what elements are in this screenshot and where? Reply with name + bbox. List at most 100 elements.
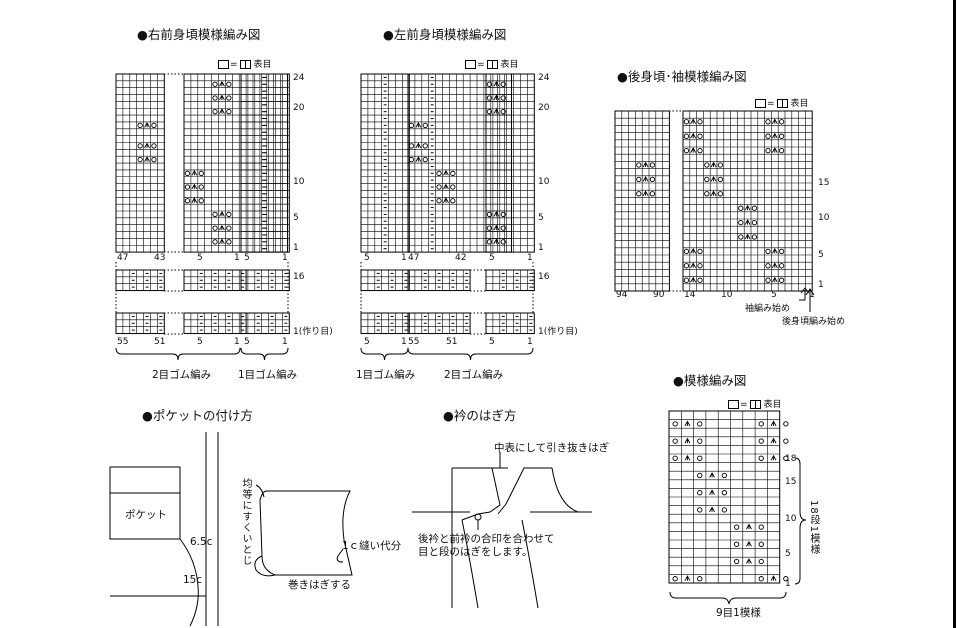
rf-rib-block-border [115,269,165,292]
rf-brace-2x2 [115,347,241,361]
lf-rib-block-border [360,312,410,335]
back-col-5: 5 [771,290,777,300]
pattern-motif-yo [672,576,678,582]
back-row-label-5: 5 [818,250,824,260]
pattern-motif-yo [697,490,703,496]
rf-motif-yo [151,122,157,129]
back-motif-yo [778,263,785,269]
pocket-drawing [109,432,353,627]
collar-match-mark [474,513,482,521]
pocket-note-seam: 1ｃ縫い代分 [342,540,402,552]
rf-motif-yo [151,143,157,149]
back-legend: =表目 [755,96,809,109]
legend-label: 表目 [500,60,519,70]
rf-row-label-5: 5 [293,213,299,223]
collar-title: ●衿のはぎ方 [443,408,517,423]
fabric-piece [259,490,353,576]
lf-brace-label-1: 1目ゴム編み [356,369,416,381]
back-motif-yo [697,277,703,283]
rf-motif-dec [144,121,150,128]
back-left-block [614,110,670,292]
knit-stitch-icon [749,400,761,409]
back-motif-yo [778,133,785,139]
rf-row-label-20: 20 [293,103,305,113]
back-motif-yo [697,248,703,255]
lf-motif-yo [500,81,506,87]
collar-note-bottom-1: 後衿と前衿の合印を合わせて [418,533,555,545]
lf-rib-block-lines [361,313,410,334]
lf-rib-block [360,312,410,335]
back-motif-yo [778,277,785,283]
pattern-motif-yo [672,455,678,461]
rf-row-label-24: 24 [293,73,305,83]
lf-right-block [485,73,535,253]
rf-col-5a: 5 [197,253,203,263]
rf-co-5a: 5 [197,337,203,347]
pattern-motif-yo [697,576,703,582]
back-motif-yo [649,191,656,197]
pattern-motif-yo [721,472,727,479]
rf-rib-block [183,269,247,292]
pattern-motif-dec [770,575,777,581]
rf-left-block [115,73,165,253]
back-motif-dec [690,262,697,269]
pattern-motif-dec [746,523,752,530]
pattern-motif-dec [746,558,752,564]
rf-motif-dec [219,210,225,217]
lf-motif-yo [408,156,415,163]
pat-row-label-10: 10 [785,514,797,524]
pattern-motif-dec [770,454,777,461]
back-main-block [682,110,813,292]
pattern-motif-yo [734,541,740,547]
rf-brace-label-2: 1目ゴム編み [238,369,298,381]
lf-motif-yo [450,198,456,204]
lf-motif-yo [486,95,493,101]
lf-rib-block-border [407,269,471,292]
lf-co-1a: 1 [401,337,407,347]
rf-co-51: 51 [154,337,166,347]
pattern-motif-dec [770,437,777,444]
back-motif-dec [642,175,649,182]
back-motif-dec [690,276,697,283]
pattern-motif-yo [758,455,764,461]
rf-col-5b: 5 [244,253,250,263]
pattern-bottom-brace [669,591,787,605]
back-col-94: 94 [616,290,628,300]
pattern-grid [668,410,789,584]
rf-motif-yo [226,211,232,218]
back-col-10: 10 [721,290,733,300]
lf-motif-yo [486,81,493,87]
braces [115,347,534,361]
back-motif-yo [683,119,690,125]
pattern-motif-yo [734,558,740,565]
back-motif-yo [683,248,690,255]
pattern-motif-dec [770,420,777,427]
lf-brace-1x1 [360,347,409,361]
rf-band-block-lines [241,74,290,253]
rf-mid-block [183,73,288,253]
rf-co-1b: 1 [282,337,288,347]
rf-left-block-lines [116,74,165,253]
lf-col-5b: 5 [489,253,495,263]
lf-co-55: 55 [408,337,420,347]
lf-motif-yo [500,239,506,245]
rf-rib-block-lines [184,313,247,334]
back-row-label-1: 1 [818,280,824,290]
rf-rib-block-border [183,312,247,335]
pattern-title: ●模様編み図 [673,373,747,388]
back-motif-yo [649,162,656,168]
back-motif-yo [778,147,785,154]
lf-band-block [360,73,410,253]
pattern-motif-yo [734,524,740,530]
blank-square-icon [218,60,229,69]
pattern-motif-dec [709,489,715,495]
rf-cast-on-row: 1(作り目) [293,327,333,337]
back-motif-dec [744,233,751,240]
rf-rib-block-border [240,312,290,335]
lf-motif-dec [493,210,500,217]
rf-co-5b: 5 [244,337,250,347]
lf-motif-yo [500,95,506,101]
lf-motif-yo [436,170,442,176]
lf-rib-block-border [407,312,471,335]
page-right-border [953,0,956,628]
